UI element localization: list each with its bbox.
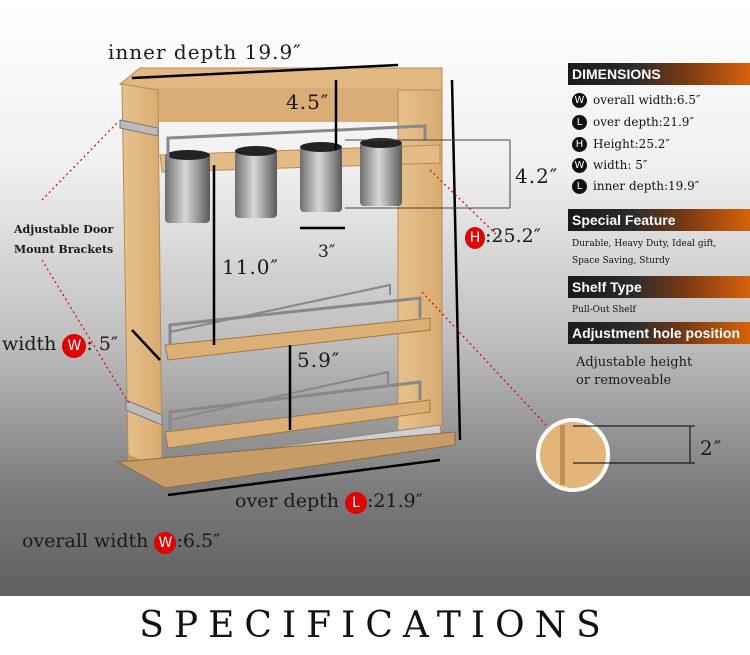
over-depth-label: over depth L:21.9″	[235, 490, 423, 514]
product-illustration	[41, 63, 695, 497]
height-label: H:25.2″	[465, 225, 541, 249]
shelf-type-header: Shelf Type	[568, 276, 750, 298]
hole-value-label: 2″	[700, 436, 723, 460]
special-feature-text: Durable, Heavy Duty, Ideal gift, Space S…	[572, 239, 717, 266]
cup	[300, 146, 342, 212]
lower-shelf	[164, 399, 431, 449]
h-icon: H	[572, 137, 587, 152]
top-gap-label: 4.5″	[286, 90, 330, 114]
l-icon: L	[572, 115, 587, 130]
height-badge: H	[465, 227, 485, 249]
overall-width-label: overall width W:6.5″	[22, 530, 221, 554]
door-bracket	[119, 119, 159, 137]
w-icon: W	[572, 158, 587, 173]
shelf-gap-lower-label: 5.9″	[297, 348, 341, 372]
specifications-title: SPECIFICATIONS	[0, 596, 750, 655]
shelf-gap-upper-label: 11.0″	[222, 255, 280, 279]
back-panel	[130, 88, 400, 122]
middle-shelf	[164, 317, 431, 361]
cup-group	[165, 138, 402, 223]
dimensions-header: DIMENSIONS	[568, 63, 750, 85]
hole-inset	[536, 418, 610, 492]
w-icon: W	[572, 93, 587, 108]
shelf-type-text: Pull-Out Shelf	[572, 305, 636, 315]
hole-position-text: Adjustable height or removeable	[576, 355, 693, 388]
cup-width-label: 3″	[318, 242, 336, 262]
cup	[165, 153, 210, 223]
door-bracket	[125, 399, 163, 426]
overall-width-badge: W	[154, 532, 177, 554]
special-feature-header: Special Feature	[568, 209, 750, 231]
brackets-callout: Adjustable Door Mount Brackets	[14, 223, 114, 256]
cup-height-label: 4.2″	[515, 164, 559, 188]
width-badge: W	[62, 334, 87, 358]
width-label: width W: 5″	[2, 333, 118, 358]
over-depth-badge: L	[345, 492, 368, 514]
hole-position-header: Adjustment hole position	[568, 322, 750, 344]
inner-depth-label: inner depth 19.9″	[108, 40, 302, 64]
l-icon: L	[572, 179, 587, 194]
cup	[360, 142, 402, 206]
cup	[235, 150, 277, 218]
